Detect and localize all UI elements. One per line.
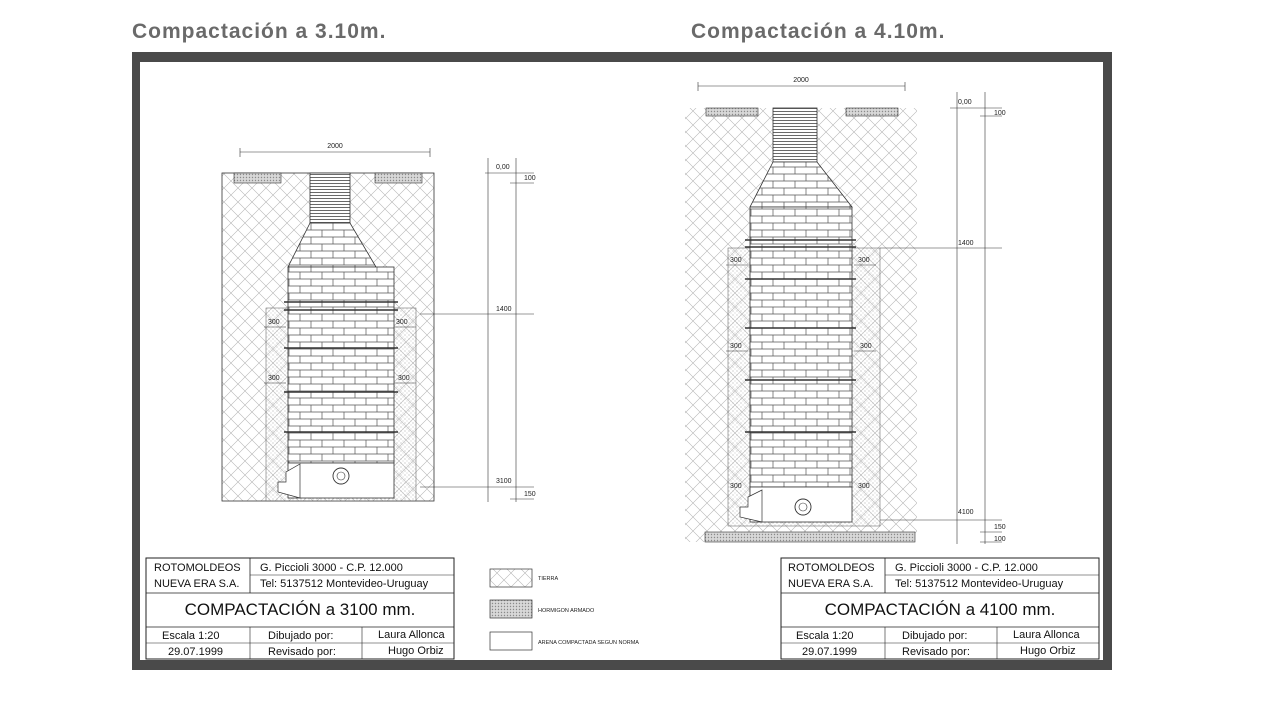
slab-bottom-right xyxy=(704,531,916,543)
dim-depth-right: 4100 xyxy=(958,509,974,516)
technical-drawing: 2000 0,00 100 1400 3100 150 300 300 300 … xyxy=(145,77,1100,660)
tb-right-phone: Tel: 5137512 Montevideo-Uruguay xyxy=(895,578,1064,590)
drawing-left: 2000 0,00 100 1400 3100 150 300 300 300 … xyxy=(221,143,536,502)
legend-label-hormigon: HORMIGON ARMADO xyxy=(538,608,595,614)
tb-right-title: COMPACTACIÓN a 4100 mm. xyxy=(825,600,1056,619)
outlet-pipe-left xyxy=(332,467,350,485)
tb-left-company-2: NUEVA ERA S.A. xyxy=(154,578,239,590)
tb-left-drawn-by: Laura Allonca xyxy=(378,629,446,641)
legend-label-tierra: TIERRA xyxy=(538,576,559,582)
dim-top-slab-left: 100 xyxy=(524,175,536,182)
tb-left-scale: Escala 1:20 xyxy=(162,630,219,642)
slab-left-b xyxy=(374,172,423,184)
tb-right-company-1: ROTOMOLDEOS xyxy=(788,562,875,574)
body-right xyxy=(749,206,853,488)
dim-bottom-a-right: 150 xyxy=(994,524,1006,531)
tb-left-address: G. Piccioli 3000 - C.P. 12.000 xyxy=(260,562,403,574)
legend-swatch-arena xyxy=(489,631,533,651)
dim-top-slab-right: 100 xyxy=(994,110,1006,117)
drawing-sheet: 2000 0,00 100 1400 3100 150 300 300 300 … xyxy=(140,62,1103,660)
tb-right-checked-label: Revisado por: xyxy=(902,646,970,658)
tb-right-company-2: NUEVA ERA S.A. xyxy=(788,578,873,590)
dim-side-b-right: 300 xyxy=(858,257,870,264)
tb-right-drawn-label: Dibujado por: xyxy=(902,630,967,642)
dim-side-d-right: 300 xyxy=(860,343,872,350)
dim-level-left: 0,00 xyxy=(496,164,510,171)
dim-side-c-right: 300 xyxy=(730,343,742,350)
tb-left-phone: Tel: 5137512 Montevideo-Uruguay xyxy=(260,578,429,590)
dim-side-a-right: 300 xyxy=(730,257,742,264)
dim-bottom-b-right: 100 xyxy=(994,536,1006,543)
tb-left-title: COMPACTACIÓN a 3100 mm. xyxy=(185,600,416,619)
legend-label-arena: ARENA COMPACTADA SEGUN NORMA xyxy=(538,640,639,646)
dim-depth-left: 3100 xyxy=(496,478,512,485)
dim-side-c-left: 300 xyxy=(268,375,280,382)
tb-right-scale: Escala 1:20 xyxy=(796,630,853,642)
heading-right: Compactación a 4.10m. xyxy=(691,20,946,43)
body-left xyxy=(287,266,395,464)
outlet-pipe-right xyxy=(794,498,812,516)
dim-side-e-right: 300 xyxy=(730,483,742,490)
drawing-right: 2000 0,00 100 1400 4100 150 100 300 300 … xyxy=(685,77,1006,544)
tb-right-address: G. Piccioli 3000 - C.P. 12.000 xyxy=(895,562,1038,574)
legend-swatch-tierra xyxy=(489,568,533,588)
dim-width-right: 2000 xyxy=(793,77,809,84)
dim-side-d-left: 300 xyxy=(398,375,410,382)
tb-right-checked-by: Hugo Orbiz xyxy=(1020,645,1076,657)
dim-side-a-left: 300 xyxy=(268,319,280,326)
legend: TIERRA HORMIGON ARMADO ARENA COMPACTADA … xyxy=(489,568,639,651)
neck-left xyxy=(309,172,351,224)
dim-mid-left: 1400 xyxy=(496,306,512,313)
neck-right xyxy=(772,107,818,163)
tb-right-drawn-by: Laura Allonca xyxy=(1013,629,1081,641)
legend-swatch-hormigon xyxy=(489,599,533,619)
dim-width-left: 2000 xyxy=(327,143,343,150)
tb-right-date: 29.07.1999 xyxy=(802,646,857,658)
dim-side-b-left: 300 xyxy=(396,319,408,326)
tb-left-date: 29.07.1999 xyxy=(168,646,223,658)
heading-left: Compactación a 3.10m. xyxy=(132,20,387,43)
dim-bottom-left: 150 xyxy=(524,491,536,498)
tb-left-drawn-label: Dibujado por: xyxy=(268,630,333,642)
dim-side-f-right: 300 xyxy=(858,483,870,490)
drawing-frame: 2000 0,00 100 1400 3100 150 300 300 300 … xyxy=(132,52,1112,670)
dim-mid-right: 1400 xyxy=(958,240,974,247)
tb-left-checked-by: Hugo Orbiz xyxy=(388,645,444,657)
titleblock-left: ROTOMOLDEOS NUEVA ERA S.A. G. Piccioli 3… xyxy=(145,557,455,660)
slab-left-a xyxy=(233,172,282,184)
titleblock-right: ROTOMOLDEOS NUEVA ERA S.A. G. Piccioli 3… xyxy=(780,557,1100,660)
dim-level-right: 0,00 xyxy=(958,99,972,106)
tb-left-checked-label: Revisado por: xyxy=(268,646,336,658)
tb-left-company-1: ROTOMOLDEOS xyxy=(154,562,241,574)
